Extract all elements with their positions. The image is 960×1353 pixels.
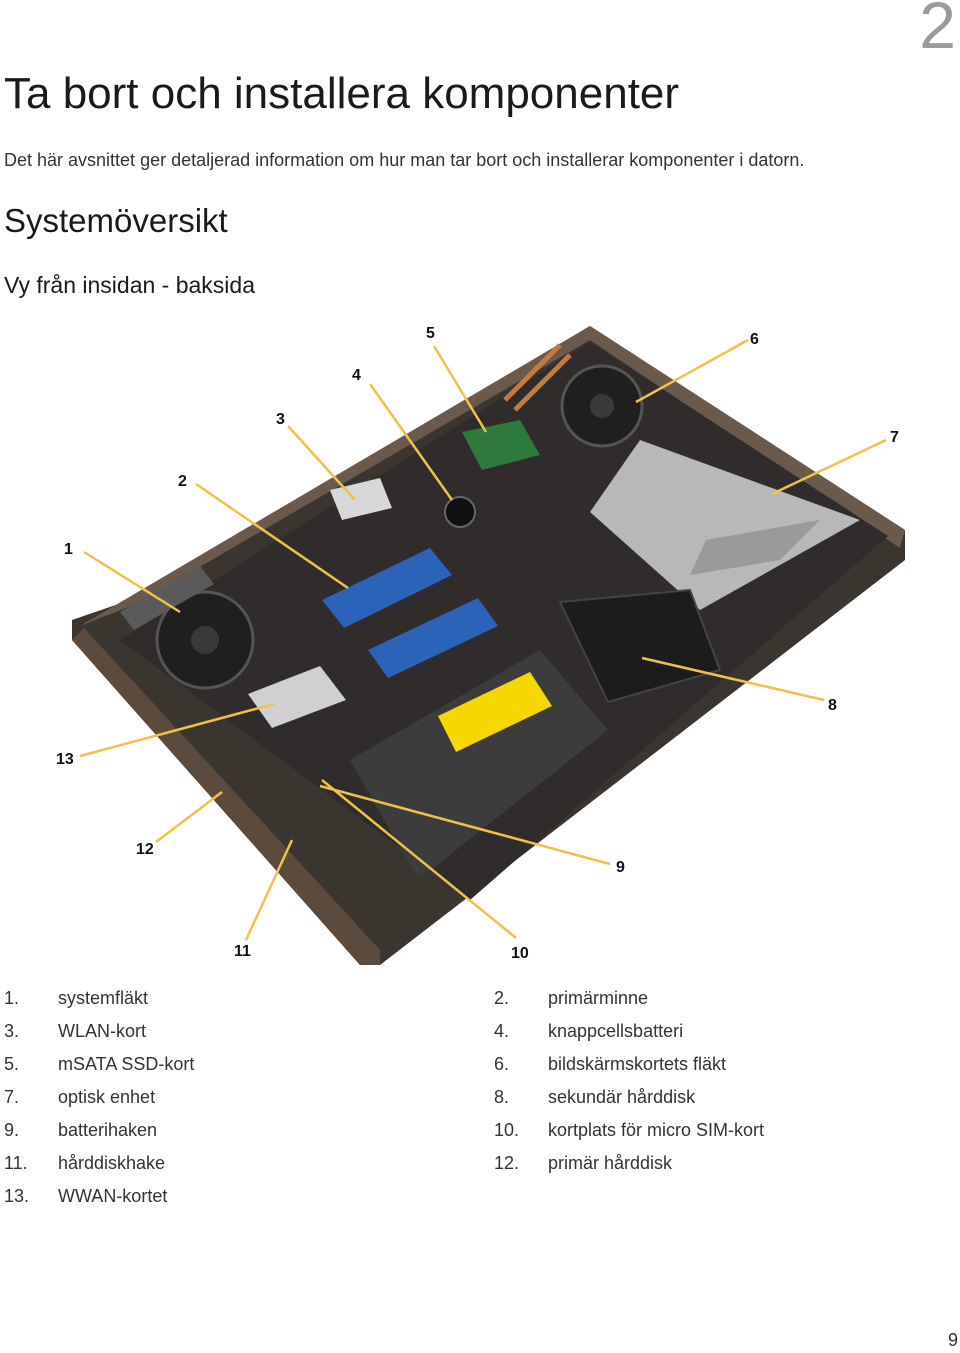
callout-3: 3 — [276, 411, 285, 428]
callout-13: 13 — [56, 751, 74, 768]
callout-9: 9 — [616, 859, 625, 876]
legend-label: primär hårddisk — [548, 1153, 673, 1173]
legend-label: mSATA SSD-kort — [58, 1054, 195, 1074]
page-title: Ta bort och installera komponenter — [4, 69, 680, 118]
leader-line-13 — [79, 702, 275, 758]
legend-item: 11. hårddiskhake — [4, 1147, 494, 1180]
callout-11: 11 — [234, 943, 251, 960]
legend-label: optisk enhet — [58, 1087, 156, 1107]
callout-7: 7 — [890, 429, 899, 446]
leader-line-11 — [244, 839, 294, 941]
legend-item: 8. sekundär hårddisk — [494, 1081, 960, 1114]
legend-item: 3. WLAN-kort — [4, 1015, 494, 1048]
component-legend: 1.systemfläkt 2.primärminne 3.WLAN-kort … — [4, 982, 960, 1213]
legend-number: 5. — [4, 1054, 20, 1074]
legend-item: 4. knappcellsbatteri — [494, 1015, 960, 1048]
legend-item: 2. primärminne — [494, 982, 960, 1015]
battery-label — [438, 672, 552, 752]
laptop-illustration: 1 2 3 4 5 6 7 8 9 10 11 12 13 — [56, 325, 905, 965]
callout-10: 10 — [511, 945, 529, 962]
system-fan-hub — [191, 626, 219, 654]
leader-line-1 — [83, 550, 181, 614]
legend-number: 9. — [4, 1120, 20, 1140]
callout-2: 2 — [178, 473, 187, 490]
legend-item: 9. batterihaken — [4, 1114, 494, 1147]
legend-number: 12. — [494, 1153, 520, 1173]
legend-label: systemfläkt — [58, 988, 149, 1008]
legend-label: kortplats för micro SIM-kort — [548, 1120, 765, 1140]
graphics-fan-hub — [590, 394, 614, 418]
optical-drive — [590, 440, 860, 610]
leader-line-7 — [771, 438, 887, 496]
legend-label: bildskärmskortets fläkt — [548, 1054, 727, 1074]
chapter-number: 2 — [919, 0, 956, 62]
chassis-front-edge — [72, 628, 380, 965]
legend-number: 10. — [494, 1120, 520, 1140]
legend-number: 3. — [4, 1021, 20, 1041]
callout-4: 4 — [352, 367, 361, 384]
callout-5: 5 — [426, 325, 435, 342]
leader-line-9 — [319, 784, 611, 866]
secondary-hard-drive — [558, 588, 722, 704]
msata-card — [462, 420, 540, 470]
memory-module — [322, 548, 452, 628]
callout-6: 6 — [750, 331, 759, 348]
legend-number: 2. — [494, 988, 510, 1008]
optical-drive-slot — [690, 520, 820, 575]
coin-cell-battery — [444, 496, 476, 528]
leader-line-5 — [432, 345, 488, 433]
memory-module — [368, 598, 498, 678]
legend-label: hårddiskhake — [58, 1153, 166, 1173]
legend-number: 11. — [4, 1153, 28, 1173]
legend-item: 6. bildskärmskortets fläkt — [494, 1048, 960, 1081]
legend-label: WLAN-kort — [58, 1021, 147, 1041]
legend-item: 7. optisk enhet — [4, 1081, 494, 1114]
legend-item: 12. primär hårddisk — [494, 1147, 960, 1180]
callout-12: 12 — [136, 841, 154, 858]
legend-label: WWAN-kortet — [58, 1186, 168, 1206]
leader-lines — [79, 338, 887, 941]
legend-label: batterihaken — [58, 1120, 158, 1140]
legend-item: 13. WWAN-kortet — [4, 1180, 494, 1213]
leader-line-2 — [195, 482, 349, 590]
intro-paragraph: Det här avsnittet ger detaljerad informa… — [4, 150, 805, 170]
vent-grille — [120, 566, 214, 630]
legend-number: 13. — [4, 1186, 30, 1206]
page-number: 9 — [947, 1330, 958, 1350]
heat-pipe — [513, 353, 572, 412]
legend-label: sekundär hårddisk — [548, 1087, 696, 1107]
laptop-inside-figure: 1 2 3 4 5 6 7 8 9 10 11 12 13 — [0, 316, 960, 976]
chassis-rim — [80, 326, 905, 626]
legend-item: 10. kortplats för micro SIM-kort — [494, 1114, 960, 1147]
legend-label: primärminne — [548, 988, 649, 1008]
legend-number: 8. — [494, 1087, 510, 1107]
legend-number: 6. — [494, 1054, 510, 1074]
callout-8: 8 — [828, 697, 837, 714]
legend-label: knappcellsbatteri — [548, 1021, 684, 1041]
leader-line-10 — [321, 779, 517, 939]
legend-item: 5. mSATA SSD-kort — [4, 1048, 494, 1081]
leader-line-4 — [368, 383, 454, 501]
section-title: Systemöversikt — [4, 202, 228, 239]
legend-number: 7. — [4, 1087, 20, 1107]
leader-line-8 — [641, 656, 825, 702]
subsection-title: Vy från insidan - baksida — [4, 272, 256, 298]
wwan-card — [248, 666, 346, 728]
leader-line-3 — [287, 425, 356, 501]
legend-item: 1. systemfläkt — [4, 982, 494, 1015]
callout-1: 1 — [64, 541, 73, 558]
leader-line-6 — [635, 338, 749, 404]
legend-number: 1. — [4, 988, 20, 1008]
legend-number: 4. — [494, 1021, 510, 1041]
leader-line-12 — [155, 791, 223, 843]
heat-pipe — [503, 343, 562, 402]
